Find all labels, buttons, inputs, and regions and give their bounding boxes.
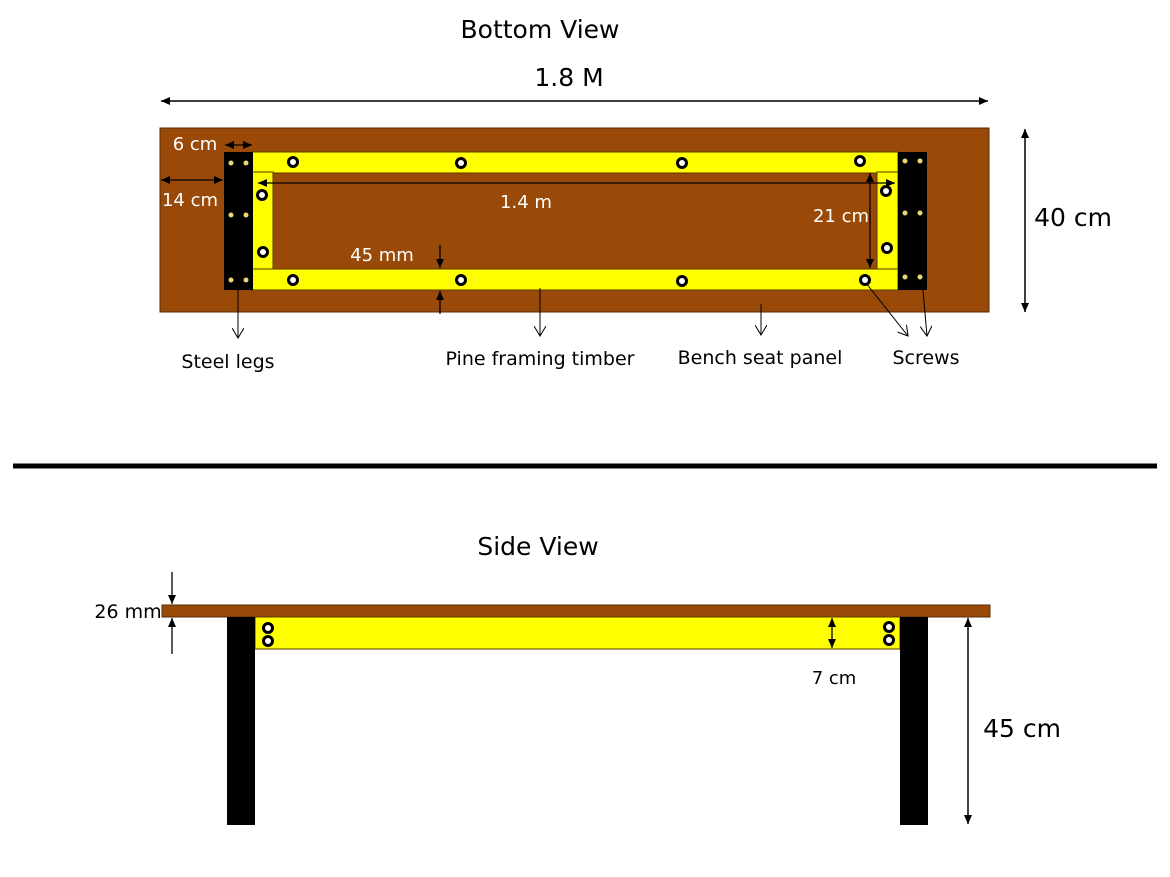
panel-width-label: 40 cm: [1034, 203, 1112, 232]
steel-legs-label: Steel legs: [181, 351, 274, 373]
overall-length-label: 1.8 M: [534, 63, 603, 92]
screws-leader-1: [865, 282, 908, 336]
bottom-view-title: Bottom View: [461, 15, 620, 44]
panel-thickness-label: 26 mm: [94, 601, 161, 623]
pine-frame-bottom: [251, 268, 899, 291]
side-steel-leg-right: [900, 617, 928, 825]
pine-frame-top: [251, 151, 899, 174]
side-view-title: Side View: [477, 532, 598, 561]
frame-height-label: 7 cm: [812, 668, 857, 689]
side-view: Side View 26 mm 7 cm 45 cm: [94, 532, 1061, 825]
leg-bolt-dots: [228, 158, 923, 283]
screw-icons: [256, 155, 893, 287]
leg-height-label: 45 cm: [983, 714, 1061, 743]
side-screw-icons: [262, 621, 895, 647]
steel-leg-left: [224, 152, 253, 290]
steel-leg-right: [898, 152, 927, 290]
inner-width-label: 21 cm: [813, 206, 869, 227]
side-bench-panel: [161, 604, 991, 618]
leg-offset-label: 14 cm: [162, 190, 218, 211]
side-steel-leg-left: [227, 617, 255, 825]
inner-length-label: 1.4 m: [500, 192, 552, 213]
screws-leader-2: [923, 289, 927, 336]
screws-label: Screws: [892, 347, 959, 369]
leg-width-label: 6 cm: [173, 134, 218, 155]
bench-panel-label: Bench seat panel: [678, 347, 843, 369]
pine-framing-label: Pine framing timber: [446, 348, 635, 370]
timber-width-label: 45 mm: [350, 245, 414, 266]
bottom-view: Bottom View 1.8 M: [159, 15, 1112, 373]
side-pine-frame: [254, 616, 901, 650]
